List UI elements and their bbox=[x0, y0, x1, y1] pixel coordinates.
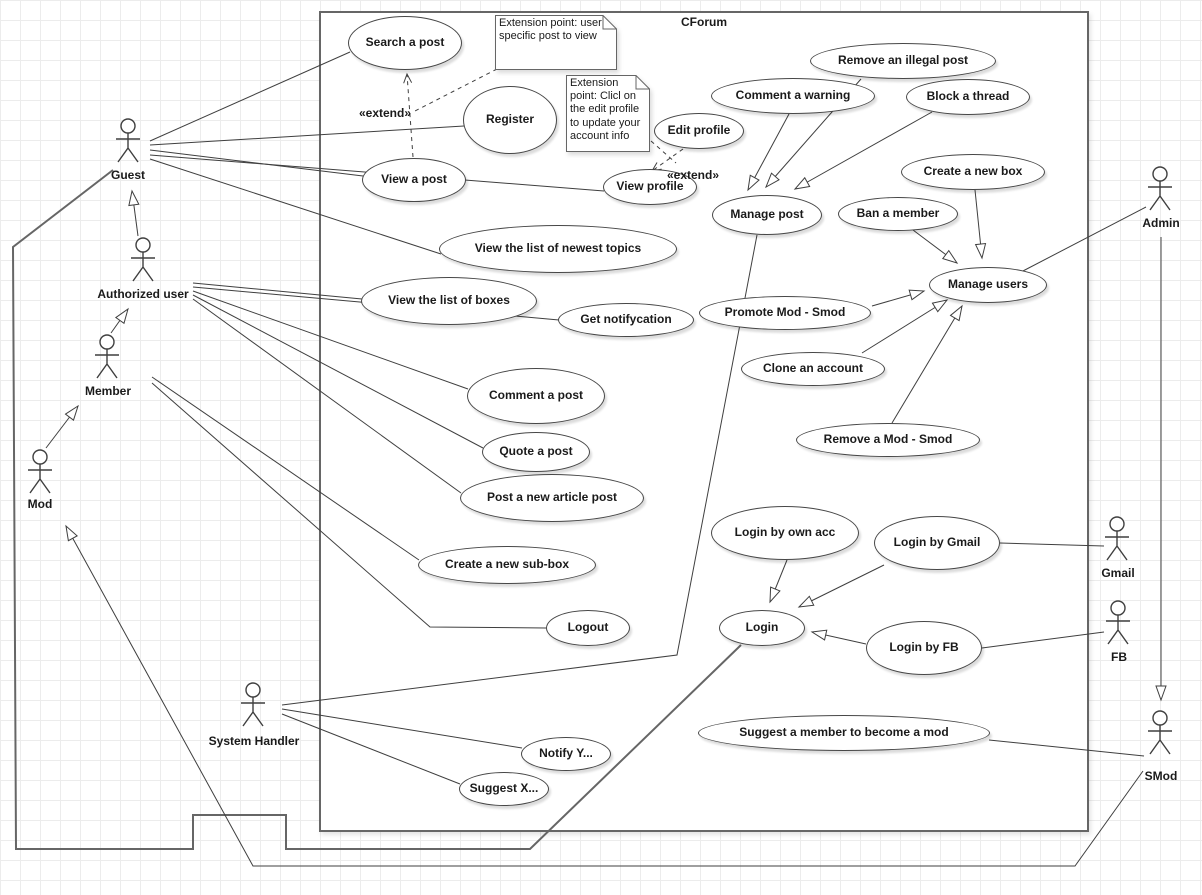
stick-figure-icon bbox=[1148, 710, 1172, 755]
actor-gmail-label: Gmail bbox=[1101, 566, 1135, 580]
usecase-manage-users[interactable]: Manage users bbox=[929, 267, 1047, 303]
actor-guest[interactable] bbox=[110, 118, 146, 166]
usecase-login-own[interactable]: Login by own acc bbox=[711, 506, 859, 560]
actor-member-label: Member bbox=[84, 384, 131, 398]
usecase-edit-profile[interactable]: Edit profile bbox=[654, 113, 744, 149]
actor-fb-label: FB bbox=[1111, 650, 1127, 664]
stick-figure-icon bbox=[95, 334, 119, 379]
note-shape bbox=[566, 75, 650, 152]
usecase-suggest-member-mod[interactable]: Suggest a member to become a mod bbox=[698, 715, 990, 751]
usecase-post-article[interactable]: Post a new article post bbox=[460, 474, 644, 522]
actor-gmail[interactable] bbox=[1099, 516, 1135, 564]
note-text: Extension point: Clicl on the edit profi… bbox=[570, 77, 641, 142]
usecase-create-box[interactable]: Create a new box bbox=[901, 154, 1045, 190]
stick-figure-icon bbox=[1148, 166, 1172, 211]
actor-system-handler[interactable] bbox=[235, 682, 271, 730]
actor-guest-label: Guest bbox=[110, 168, 145, 182]
usecase-view-profile[interactable]: View profile bbox=[603, 169, 697, 205]
usecase-remove-illegal-post[interactable]: Remove an illegal post bbox=[810, 43, 996, 79]
note-shape bbox=[495, 15, 617, 70]
actor-authorized-user-label: Authorized user bbox=[97, 287, 189, 301]
extend-label-1: «extend» bbox=[358, 106, 412, 120]
actor-smod-label: SMod bbox=[1144, 769, 1178, 783]
usecase-view-boxes[interactable]: View the list of boxes bbox=[361, 277, 537, 325]
usecase-promote-mod[interactable]: Promote Mod - Smod bbox=[699, 296, 871, 330]
actor-system-handler-label: System Handler bbox=[208, 734, 300, 748]
usecase-view-newest-topics[interactable]: View the list of newest topics bbox=[439, 225, 677, 273]
usecase-suggest-x[interactable]: Suggest X... bbox=[459, 772, 549, 806]
actor-member[interactable] bbox=[89, 334, 125, 382]
actor-mod[interactable] bbox=[22, 449, 58, 497]
guest-login-route bbox=[11, 169, 742, 850]
usecase-search-post[interactable]: Search a post bbox=[348, 16, 462, 70]
note-extension-point-edit-profile[interactable]: Extension point: Clicl on the edit profi… bbox=[566, 75, 650, 152]
usecase-comment-warning[interactable]: Comment a warning bbox=[711, 78, 875, 114]
note-text: Extension point: user specific post to v… bbox=[499, 17, 602, 43]
usecase-ban-member[interactable]: Ban a member bbox=[838, 197, 958, 231]
usecase-create-subbox[interactable]: Create a new sub-box bbox=[418, 546, 596, 584]
stick-figure-icon bbox=[116, 118, 140, 163]
stick-figure-icon bbox=[1105, 516, 1129, 561]
stick-figure-icon bbox=[241, 682, 265, 727]
usecase-register[interactable]: Register bbox=[463, 86, 557, 154]
usecase-clone-account[interactable]: Clone an account bbox=[741, 352, 885, 386]
usecase-logout[interactable]: Logout bbox=[546, 610, 630, 646]
usecase-remove-mod[interactable]: Remove a Mod - Smod bbox=[796, 423, 980, 457]
usecase-notify-y[interactable]: Notify Y... bbox=[521, 737, 611, 771]
usecase-manage-post[interactable]: Manage post bbox=[712, 195, 822, 235]
actor-admin-label: Admin bbox=[1142, 216, 1180, 230]
usecase-comment-post[interactable]: Comment a post bbox=[467, 368, 605, 424]
actor-mod-label: Mod bbox=[27, 497, 53, 511]
extend-dashed-arrows bbox=[403, 68, 684, 172]
generalization-arrows bbox=[45, 189, 1167, 867]
actor-admin[interactable] bbox=[1142, 166, 1178, 214]
note-extension-point-view[interactable]: Extension point: user specific post to v… bbox=[495, 15, 617, 70]
actor-fb[interactable] bbox=[1100, 600, 1136, 648]
system-boundary-title: CForum bbox=[681, 15, 727, 29]
actor-authorized-user[interactable] bbox=[125, 237, 161, 285]
stick-figure-icon bbox=[28, 449, 52, 494]
stick-figure-icon bbox=[131, 237, 155, 282]
usecase-login[interactable]: Login bbox=[719, 610, 805, 646]
usecase-login-fb[interactable]: Login by FB bbox=[866, 621, 982, 675]
usecase-quote-post[interactable]: Quote a post bbox=[482, 432, 590, 472]
actor-smod[interactable] bbox=[1142, 710, 1178, 758]
usecase-get-notification[interactable]: Get notifycation bbox=[558, 303, 694, 337]
usecase-login-gmail[interactable]: Login by Gmail bbox=[874, 516, 1000, 570]
usecase-view-post[interactable]: View a post bbox=[362, 158, 466, 202]
stick-figure-icon bbox=[1106, 600, 1130, 645]
extend-label-2: «extend» bbox=[666, 168, 720, 182]
usecase-block-thread[interactable]: Block a thread bbox=[906, 79, 1030, 115]
